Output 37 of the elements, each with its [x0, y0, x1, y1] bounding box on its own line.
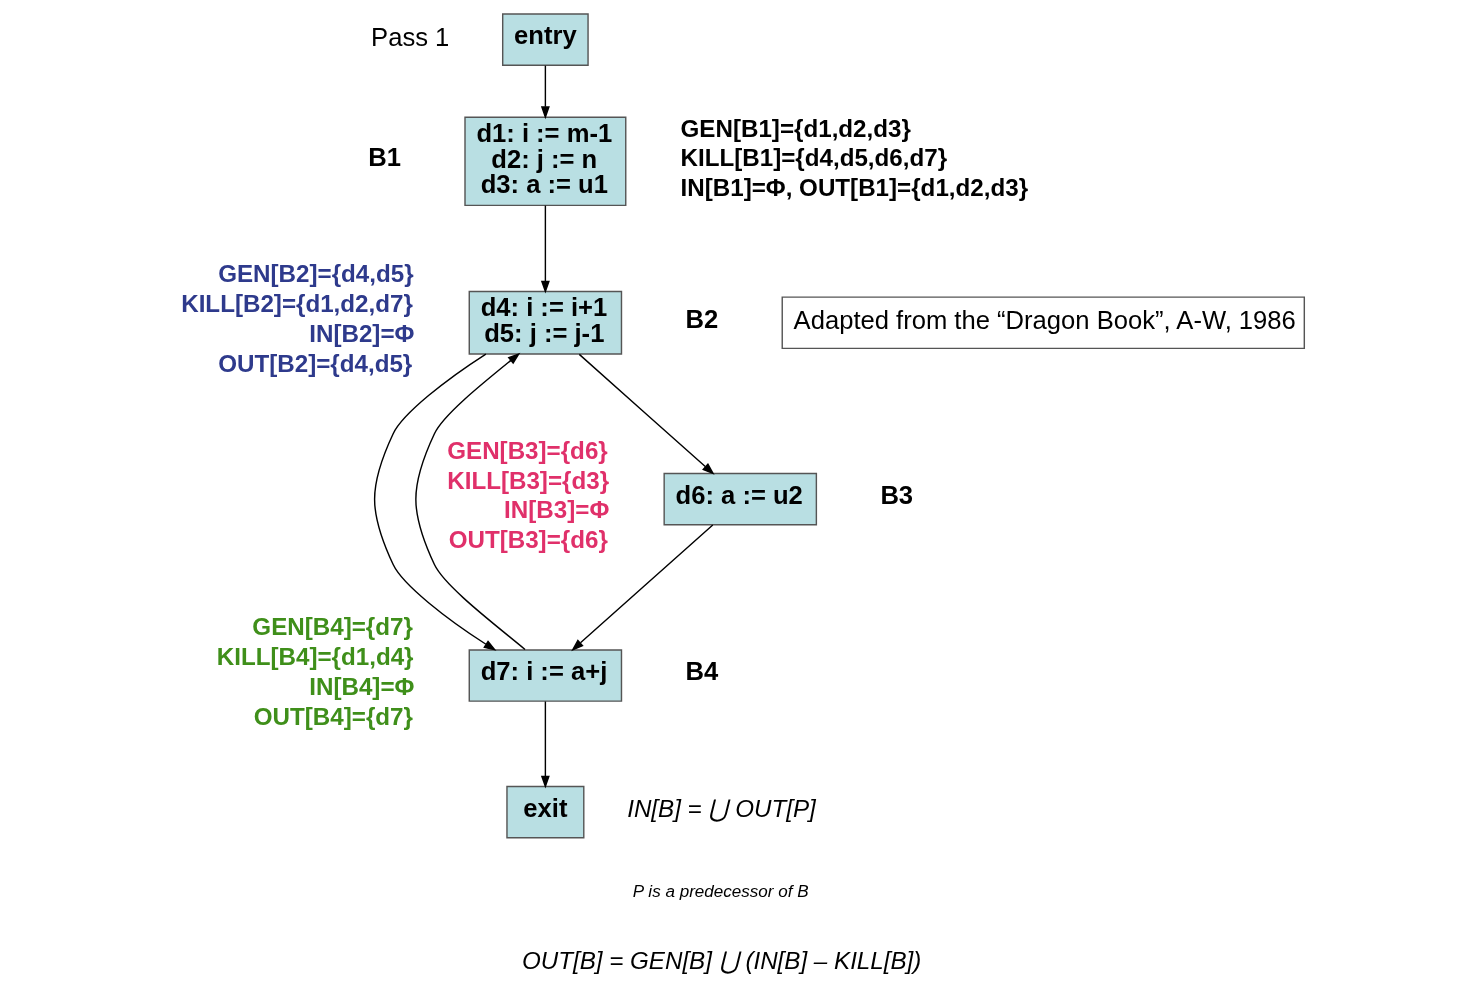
- node-label: KILL[B3]={d3}: [447, 466, 610, 494]
- node-label: OUT[B4]={d7}: [253, 702, 413, 730]
- node-label: B2: [685, 304, 719, 333]
- arrow: [540, 700, 550, 789]
- node-label: IN[B1]=Φ, OUT[B1]={d1,d2,d3}: [680, 174, 1029, 202]
- node-label: GEN[B2]={d4,d5}: [218, 260, 414, 288]
- label: OUT[B] = GEN[B] ⋃ (IN[B] – KILL[B]): [521, 947, 922, 975]
- node-label: KILL[B2]={d1,d2,d7}: [181, 290, 413, 318]
- node-label: GEN[B1]={d1,d2,d3}: [680, 114, 911, 142]
- node-label: OUT[B3]={d6}: [448, 526, 608, 554]
- arrow: [540, 204, 550, 294]
- node-box: d7: i := a+j: [468, 649, 623, 702]
- arrow: [373, 353, 497, 651]
- node-label: B1: [368, 143, 401, 172]
- node-label: GEN[B3]={d6}: [447, 436, 608, 464]
- arrow: [571, 524, 714, 652]
- node-box: d6: a := u2: [663, 472, 818, 526]
- node-label: IN[B4]=Φ: [309, 672, 415, 700]
- node-box: entry: [502, 13, 589, 66]
- arrow: [578, 353, 715, 475]
- node-label: B3: [880, 480, 914, 509]
- node-label: OUT[B2]={d4,d5}: [218, 349, 413, 377]
- node-label: IN[B2]=Φ: [309, 320, 415, 348]
- arrow: [540, 64, 550, 120]
- node-label: GEN[B4]={d7}: [252, 613, 413, 641]
- node-label: B4: [685, 657, 719, 686]
- node-label: IN[B3]=Φ: [504, 496, 610, 524]
- node-box: d4: i := i+1 d5: j := j-1: [468, 290, 623, 355]
- label: IN[B] = ⋃ OUT[P]: [627, 794, 816, 822]
- node-label: KILL[B4]={d1,d4}: [216, 643, 414, 670]
- node-box: d1: i := m-1 d2: j := n d3: a := u1: [464, 116, 627, 207]
- label: Pass 1: [371, 22, 450, 51]
- arrow: [415, 352, 526, 651]
- label: P is a predecessor of B: [632, 881, 809, 901]
- node-box: Adapted from the “Dragon Book”, A-W, 1986: [781, 296, 1305, 350]
- node-label: KILL[B1]={d4,d5,d6,d7}: [680, 144, 948, 172]
- node-box: exit: [506, 785, 585, 839]
